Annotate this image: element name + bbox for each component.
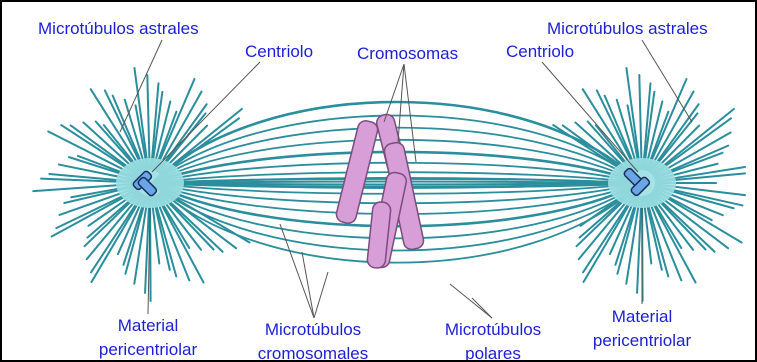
leader-line xyxy=(450,284,492,318)
label-pcm-right: Material pericentriolar xyxy=(572,307,712,350)
label-pcm-left-line2: pericentriolar xyxy=(78,340,218,359)
leader-line xyxy=(472,298,492,318)
label-polar-line2: polares xyxy=(428,344,558,362)
label-pcm-left: Material pericentriolar xyxy=(78,316,218,359)
astral-microtubule xyxy=(147,75,149,169)
label-kinetochore-line1: Microtúbulos xyxy=(248,320,378,339)
label-kinetochore-line2: cromosomales xyxy=(248,344,378,362)
label-centriole-left: Centriolo xyxy=(245,42,313,61)
label-polar-mt: Microtúbulos polares xyxy=(428,320,558,362)
label-pcm-right-line2: pericentriolar xyxy=(572,331,712,350)
label-kinetochore-mt: Microtúbulos cromosomales xyxy=(248,320,378,362)
label-astral-left: Microtúbulos astrales xyxy=(38,19,199,38)
label-polar-line1: Microtúbulos xyxy=(428,320,558,339)
leader-line xyxy=(404,64,416,162)
leader-line xyxy=(152,62,260,172)
leader-line xyxy=(280,224,314,318)
chromosomes-group xyxy=(335,113,425,269)
label-chromosomes: Cromosomas xyxy=(357,44,458,63)
label-astral-right: Microtúbulos astrales xyxy=(547,19,708,38)
leader-line xyxy=(302,252,314,318)
leader-line xyxy=(642,40,692,122)
leader-line xyxy=(314,272,328,318)
label-pcm-right-line1: Material xyxy=(572,307,712,326)
label-pcm-left-line1: Material xyxy=(78,316,218,335)
label-centriole-right: Centriolo xyxy=(506,42,574,61)
astral-microtubule xyxy=(639,75,641,169)
leader-line xyxy=(384,64,404,122)
